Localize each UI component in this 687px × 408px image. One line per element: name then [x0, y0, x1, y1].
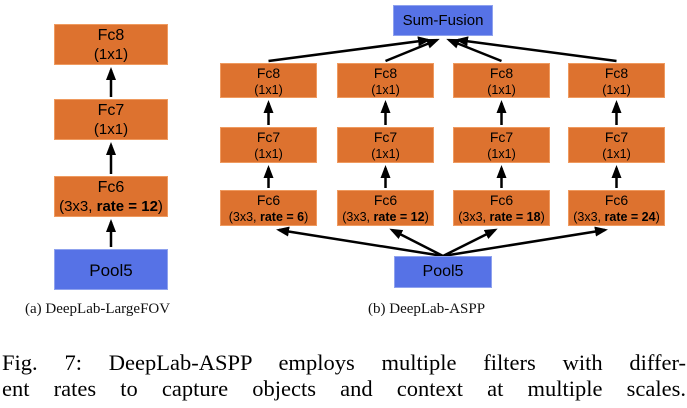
arrow-b-pool5-to-fc6-1 — [276, 226, 444, 258]
node-b1-fc6: Fc6 (3x3, rate = 6) — [220, 190, 317, 226]
node-label: Fc8 — [256, 65, 281, 81]
arrow-layer — [106, 36, 622, 258]
node-a-fc8: Fc8 (1x1) — [54, 24, 168, 65]
node-a-fc6: Fc6 (3x3, rate = 12) — [54, 176, 168, 217]
arrow-b1-fc8-to-fusion — [268, 36, 431, 63]
figure-caption: Fig. 7: DeepLab-ASPP employs multiple fi… — [2, 350, 686, 402]
panel-b-caption: (b) DeepLab-ASPP — [368, 301, 486, 317]
node-label: Fc6 — [256, 192, 281, 208]
node-kernel: (1x1) — [487, 82, 516, 97]
node-b2-fc7: Fc7 (1x1) — [337, 127, 434, 163]
node-b1-fc8: Fc8 (1x1) — [220, 63, 317, 98]
node-kernel: (1x1) — [93, 121, 129, 138]
node-label: Fc7 — [256, 129, 281, 145]
node-b3-fc7: Fc7 (1x1) — [453, 127, 550, 163]
node-label: Sum-Fusion — [402, 12, 484, 29]
node-label: Fc8 — [489, 65, 514, 81]
node-a-fc7: Fc7 (1x1) — [54, 99, 168, 140]
node-label: Pool5 — [89, 260, 133, 280]
node-b-sum-fusion: Sum-Fusion — [393, 5, 493, 36]
node-b3-fc6: Fc6 (3x3, rate = 18) — [453, 190, 550, 226]
arrow-b2-fc8-to-fusion — [385, 38, 440, 63]
node-label: Fc8 — [373, 65, 398, 81]
node-kernel: (1x1) — [93, 46, 129, 63]
panel-a-caption: (a) DeepLab-LargeFOV — [25, 301, 171, 317]
node-b2-fc8: Fc8 (1x1) — [337, 63, 434, 98]
node-b2-fc6: Fc6 (3x3, rate = 12) — [337, 190, 434, 226]
node-kernel: (1x1) — [371, 146, 400, 161]
node-kernel: (3x3, rate = 6) — [228, 209, 309, 224]
node-b3-fc8: Fc8 (1x1) — [453, 63, 550, 98]
node-kernel: (1x1) — [602, 82, 631, 97]
node-kernel: (3x3, rate = 12) — [342, 209, 429, 224]
node-b4-fc7: Fc7 (1x1) — [568, 127, 665, 163]
node-label: Pool5 — [422, 263, 464, 280]
node-kernel: (3x3, rate = 12) — [59, 198, 163, 215]
figure-caption-line2: ent rates to capture objects and context… — [2, 376, 686, 401]
node-label: Fc6 — [97, 179, 125, 196]
figure-caption-line1: Fig. 7: DeepLab-ASPP employs multiple fi… — [2, 350, 686, 375]
node-b-pool5: Pool5 — [394, 256, 492, 288]
node-kernel: (1x1) — [602, 146, 631, 161]
arrow-b-pool5-to-fc6-3 — [442, 228, 498, 258]
node-kernel: (1x1) — [254, 82, 283, 97]
arrow-b-pool5-to-fc6-4 — [442, 226, 608, 258]
node-label: Fc8 — [97, 27, 125, 44]
node-kernel: (3x3, rate = 18) — [458, 209, 545, 224]
arrow-b4-fc8-to-fusion — [455, 36, 617, 63]
node-b1-fc7: Fc7 (1x1) — [220, 127, 317, 163]
node-kernel: (1x1) — [487, 146, 516, 161]
node-label: Fc6 — [489, 192, 514, 208]
node-kernel: (1x1) — [254, 146, 283, 161]
node-label: Fc6 — [604, 192, 629, 208]
node-label: Fc8 — [604, 65, 629, 81]
node-label: Fc6 — [373, 192, 398, 208]
node-label: Fc7 — [97, 102, 125, 119]
node-b4-fc8: Fc8 (1x1) — [568, 63, 665, 98]
node-label: Fc7 — [489, 129, 514, 145]
node-label: Fc7 — [373, 129, 398, 145]
arrow-b-pool5-to-fc6-2 — [389, 228, 444, 258]
node-label: Fc7 — [604, 129, 629, 145]
node-kernel: (1x1) — [371, 82, 400, 97]
node-a-pool5: Pool5 — [54, 249, 168, 290]
node-kernel: (3x3, rate = 24) — [573, 209, 660, 224]
node-b4-fc6: Fc6 (3x3, rate = 24) — [568, 190, 665, 226]
